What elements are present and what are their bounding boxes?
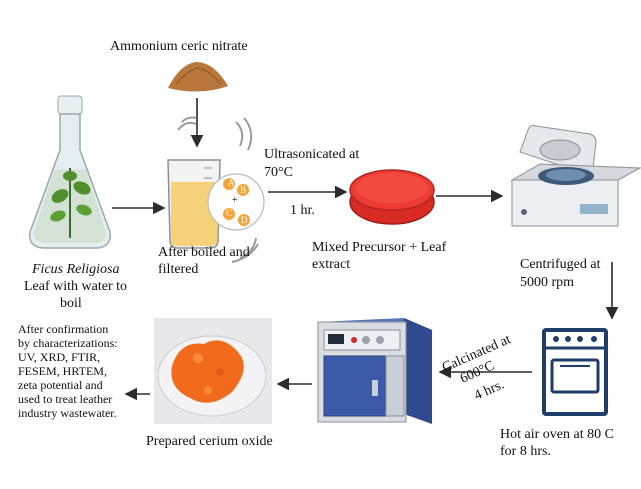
application-line: FESEM, HRTEM, (18, 364, 107, 378)
beaker-icon (167, 159, 221, 249)
reagent-label: Ammonium ceric nitrate (110, 39, 248, 54)
application-text: After confirmation by characterizations:… (18, 322, 118, 420)
reaction-bubble (207, 173, 265, 231)
beaker-caption-line1: After boiled and (158, 245, 250, 260)
application-line: After confirmation (18, 322, 109, 336)
product-caption: Prepared cerium oxide (146, 434, 273, 449)
bubble-b: B (240, 185, 247, 195)
flask-caption-line1: Leaf with water to (24, 279, 128, 294)
centrifuge-caption-line2: 5000 rpm (520, 275, 575, 290)
application-line: by characterizations: (18, 336, 118, 350)
ultrasonication-duration: 1 hr. (290, 203, 315, 218)
bubble-plus: + (232, 195, 238, 206)
centrifuge-icon (510, 125, 641, 227)
application-line: UV, XRD, FTIR, (18, 350, 101, 364)
flask-icon (29, 95, 111, 249)
bubble-a: A (228, 178, 235, 188)
petri-caption-line1: Mixed Precursor + Leaf (312, 240, 447, 255)
centrifuge-caption-line1: Centrifuged at (520, 257, 601, 272)
ultrasonication-line2: 70°C (264, 165, 293, 180)
oven-caption-line1: Hot air oven at 80 C (500, 427, 614, 442)
application-line: used to treat leather (18, 392, 113, 406)
oven-caption-line2: for 8 hrs. (500, 444, 551, 459)
application-line: zeta potential and (18, 378, 103, 392)
flask-caption-line2: boil (60, 296, 82, 311)
powder-icon (168, 62, 228, 92)
ultrasonication-line1: Ultrasonicated at (264, 147, 360, 162)
cerium-oxide-photo (154, 318, 272, 424)
petri-dish-icon (349, 169, 435, 225)
bubble-c: C (226, 208, 233, 218)
beaker-caption-line2: filtered (158, 262, 199, 277)
petri-caption-line2: extract (312, 257, 351, 272)
furnace-icon (317, 318, 432, 424)
application-line: industry wastewater. (18, 406, 117, 420)
oven-icon (542, 328, 608, 416)
flask-species: Ficus Religiosa (32, 262, 120, 277)
ultrasonic-waves-icon (177, 116, 259, 263)
bubble-d: D (241, 215, 248, 225)
